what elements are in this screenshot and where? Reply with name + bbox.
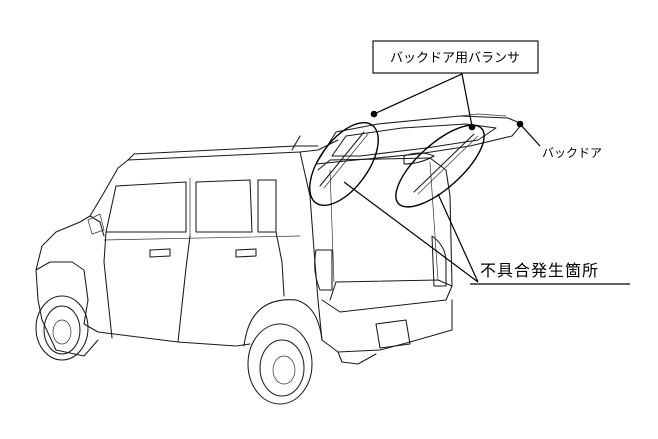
defect-location-label: 不具合発生箇所 <box>480 261 599 280</box>
back-door-glass <box>331 123 497 157</box>
antenna <box>291 135 301 151</box>
right-tail-lamp <box>431 235 447 287</box>
left-tail-lamp <box>314 249 333 291</box>
defect-leader-line-left <box>343 181 479 283</box>
left-balancer-strut <box>319 131 365 187</box>
balancer-leader-dot-left <box>370 110 378 118</box>
side-sill <box>83 323 251 347</box>
front-door-handle <box>149 248 171 258</box>
balancer-leader-dot-right <box>468 123 476 131</box>
vehicle-illustration <box>35 113 523 405</box>
right-balancer-highlight <box>395 124 485 208</box>
defect-leader-line-right <box>437 193 479 283</box>
roof-line <box>117 139 339 169</box>
license-plate <box>375 319 411 349</box>
tailgate-opening <box>317 157 453 287</box>
rear-wheel-arch <box>243 299 323 347</box>
back-door-leader-dot <box>516 120 524 128</box>
cargo-inner-right <box>429 161 439 281</box>
rear-bumper <box>321 285 453 313</box>
right-balancer-strut <box>413 133 475 193</box>
hood-line <box>89 215 105 237</box>
door-seam-middle <box>177 235 191 343</box>
rear-quarter-window <box>257 179 277 233</box>
lower-body <box>41 319 99 357</box>
rear-wheel-outer <box>247 323 313 405</box>
door-seam-rear <box>275 231 285 297</box>
rear-bumper-base <box>337 351 377 365</box>
cargo-inner-left <box>329 169 335 283</box>
front-bumper <box>35 261 89 325</box>
balancer-leader-line <box>373 73 473 127</box>
back-door-edge <box>459 113 507 117</box>
back-door-inner-trim <box>403 152 435 165</box>
balancer-label-box <box>372 40 539 74</box>
door-seam-front <box>103 231 113 339</box>
front-wheel-inner <box>43 305 81 355</box>
rear-bumper-lower <box>321 299 453 353</box>
belt-line <box>103 235 301 241</box>
front-body <box>35 167 119 321</box>
right-balancer-strut-rod <box>417 135 479 195</box>
cargo-floor <box>329 279 453 301</box>
rear-wheel-inner <box>259 339 305 397</box>
back-door-label: バックドア <box>542 146 602 160</box>
back-door-panel <box>315 115 523 165</box>
left-balancer-strut-rod <box>323 133 369 189</box>
rear-side-window <box>195 179 253 233</box>
left-balancer-highlight <box>309 121 379 207</box>
back-door-leader-line <box>519 123 541 147</box>
rear-wheel-hub <box>272 355 296 385</box>
front-window <box>105 181 187 233</box>
roof-rail <box>127 145 319 161</box>
front-wheel-outer <box>35 295 89 361</box>
front-wheel-hub <box>52 319 72 345</box>
rear-door-handle <box>235 248 257 258</box>
balancer-label: バックドア用バランサ <box>390 51 520 66</box>
door-mirror <box>87 213 105 235</box>
rear-pillar <box>299 151 323 341</box>
